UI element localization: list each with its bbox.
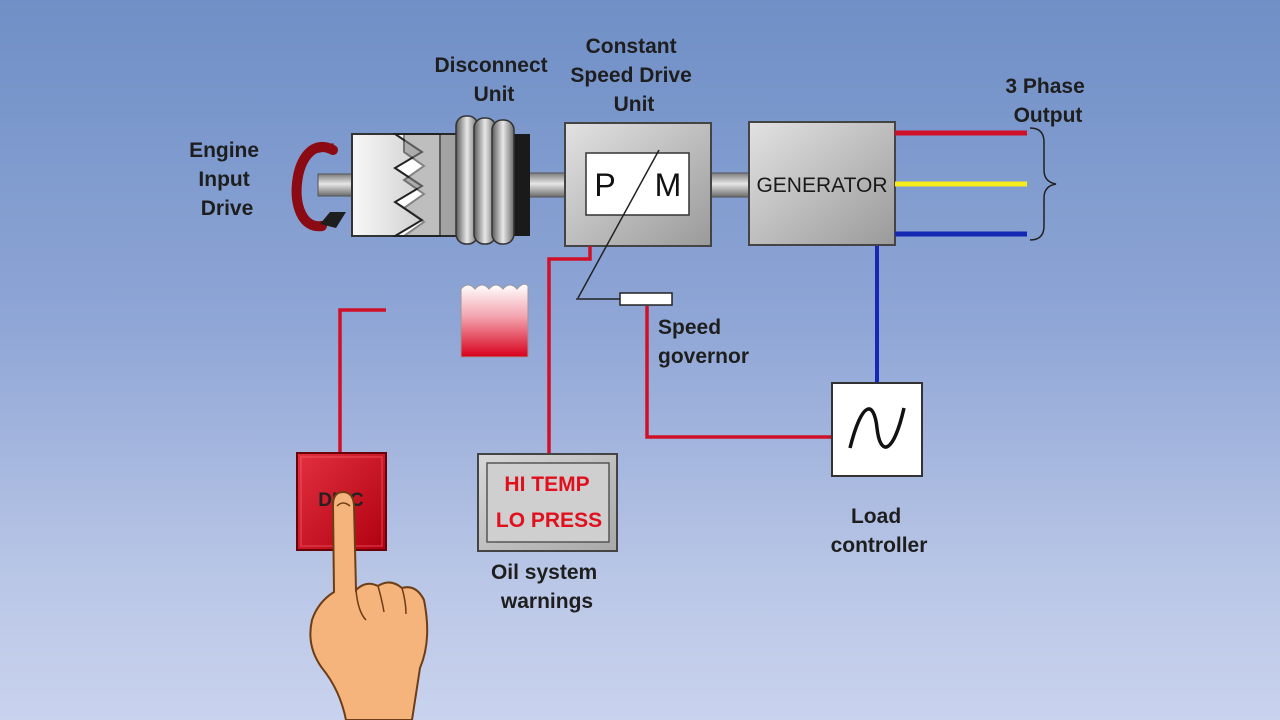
phase-line2: Output: [1014, 104, 1083, 127]
load-controller: [831, 382, 923, 477]
generator-unit: GENERATOR: [748, 121, 896, 246]
disconnect-line2: Unit: [474, 83, 515, 106]
rotation-arrow-icon: [291, 142, 346, 232]
csd-pump-label: P: [594, 167, 615, 203]
disconnect-line1: Disconnect: [434, 54, 547, 77]
csd-motor-label: M: [655, 167, 682, 203]
oil-line2: warnings: [500, 590, 593, 613]
engine-input-line3: Drive: [201, 197, 254, 220]
oil-warning-panel: HI TEMP LO PRESS: [477, 453, 618, 552]
disconnect-wire: [338, 308, 386, 453]
warning-lo-press: LO PRESS: [496, 509, 602, 532]
generator-label: GENERATOR: [756, 174, 887, 197]
csd-warning-wire: [547, 246, 592, 455]
warning-hi-temp: HI TEMP: [504, 473, 589, 496]
csd-label: Constant Speed Drive Unit: [570, 35, 697, 116]
oil-warnings-label: Oil system warnings: [491, 561, 603, 613]
load-controller-label: Load controller: [831, 505, 928, 557]
pointing-hand-icon: [309, 490, 429, 720]
csd-unit: P M: [564, 122, 712, 299]
load-line1: Load: [851, 505, 901, 528]
csd-line3: Unit: [614, 93, 655, 116]
governor-line1: Speed: [658, 316, 721, 339]
speed-governor-label: Speed governor: [658, 316, 749, 368]
engine-input-line1: Engine: [189, 139, 259, 162]
sine-wave-icon: [848, 407, 906, 449]
csd-line1: Constant: [586, 35, 677, 58]
phase-output-label: 3 Phase Output: [1005, 75, 1090, 127]
disconnect-unit: [455, 115, 530, 245]
governor-line2: governor: [658, 345, 749, 368]
csd-line2: Speed Drive: [570, 64, 691, 87]
oil-line1: Oil system: [491, 561, 597, 584]
engine-input-line2: Input: [198, 168, 249, 191]
output-brace: [1029, 127, 1057, 241]
disconnect-unit-label: Disconnect Unit: [434, 54, 553, 106]
oil-reservoir: [460, 283, 529, 358]
governor-wire: [645, 306, 832, 439]
phase-line1: 3 Phase: [1005, 75, 1084, 98]
speed-governor: [576, 292, 673, 306]
load-line2: controller: [831, 534, 928, 557]
engine-input-drive-body: [351, 133, 473, 237]
engine-input-label: Engine Input Drive: [189, 139, 265, 220]
